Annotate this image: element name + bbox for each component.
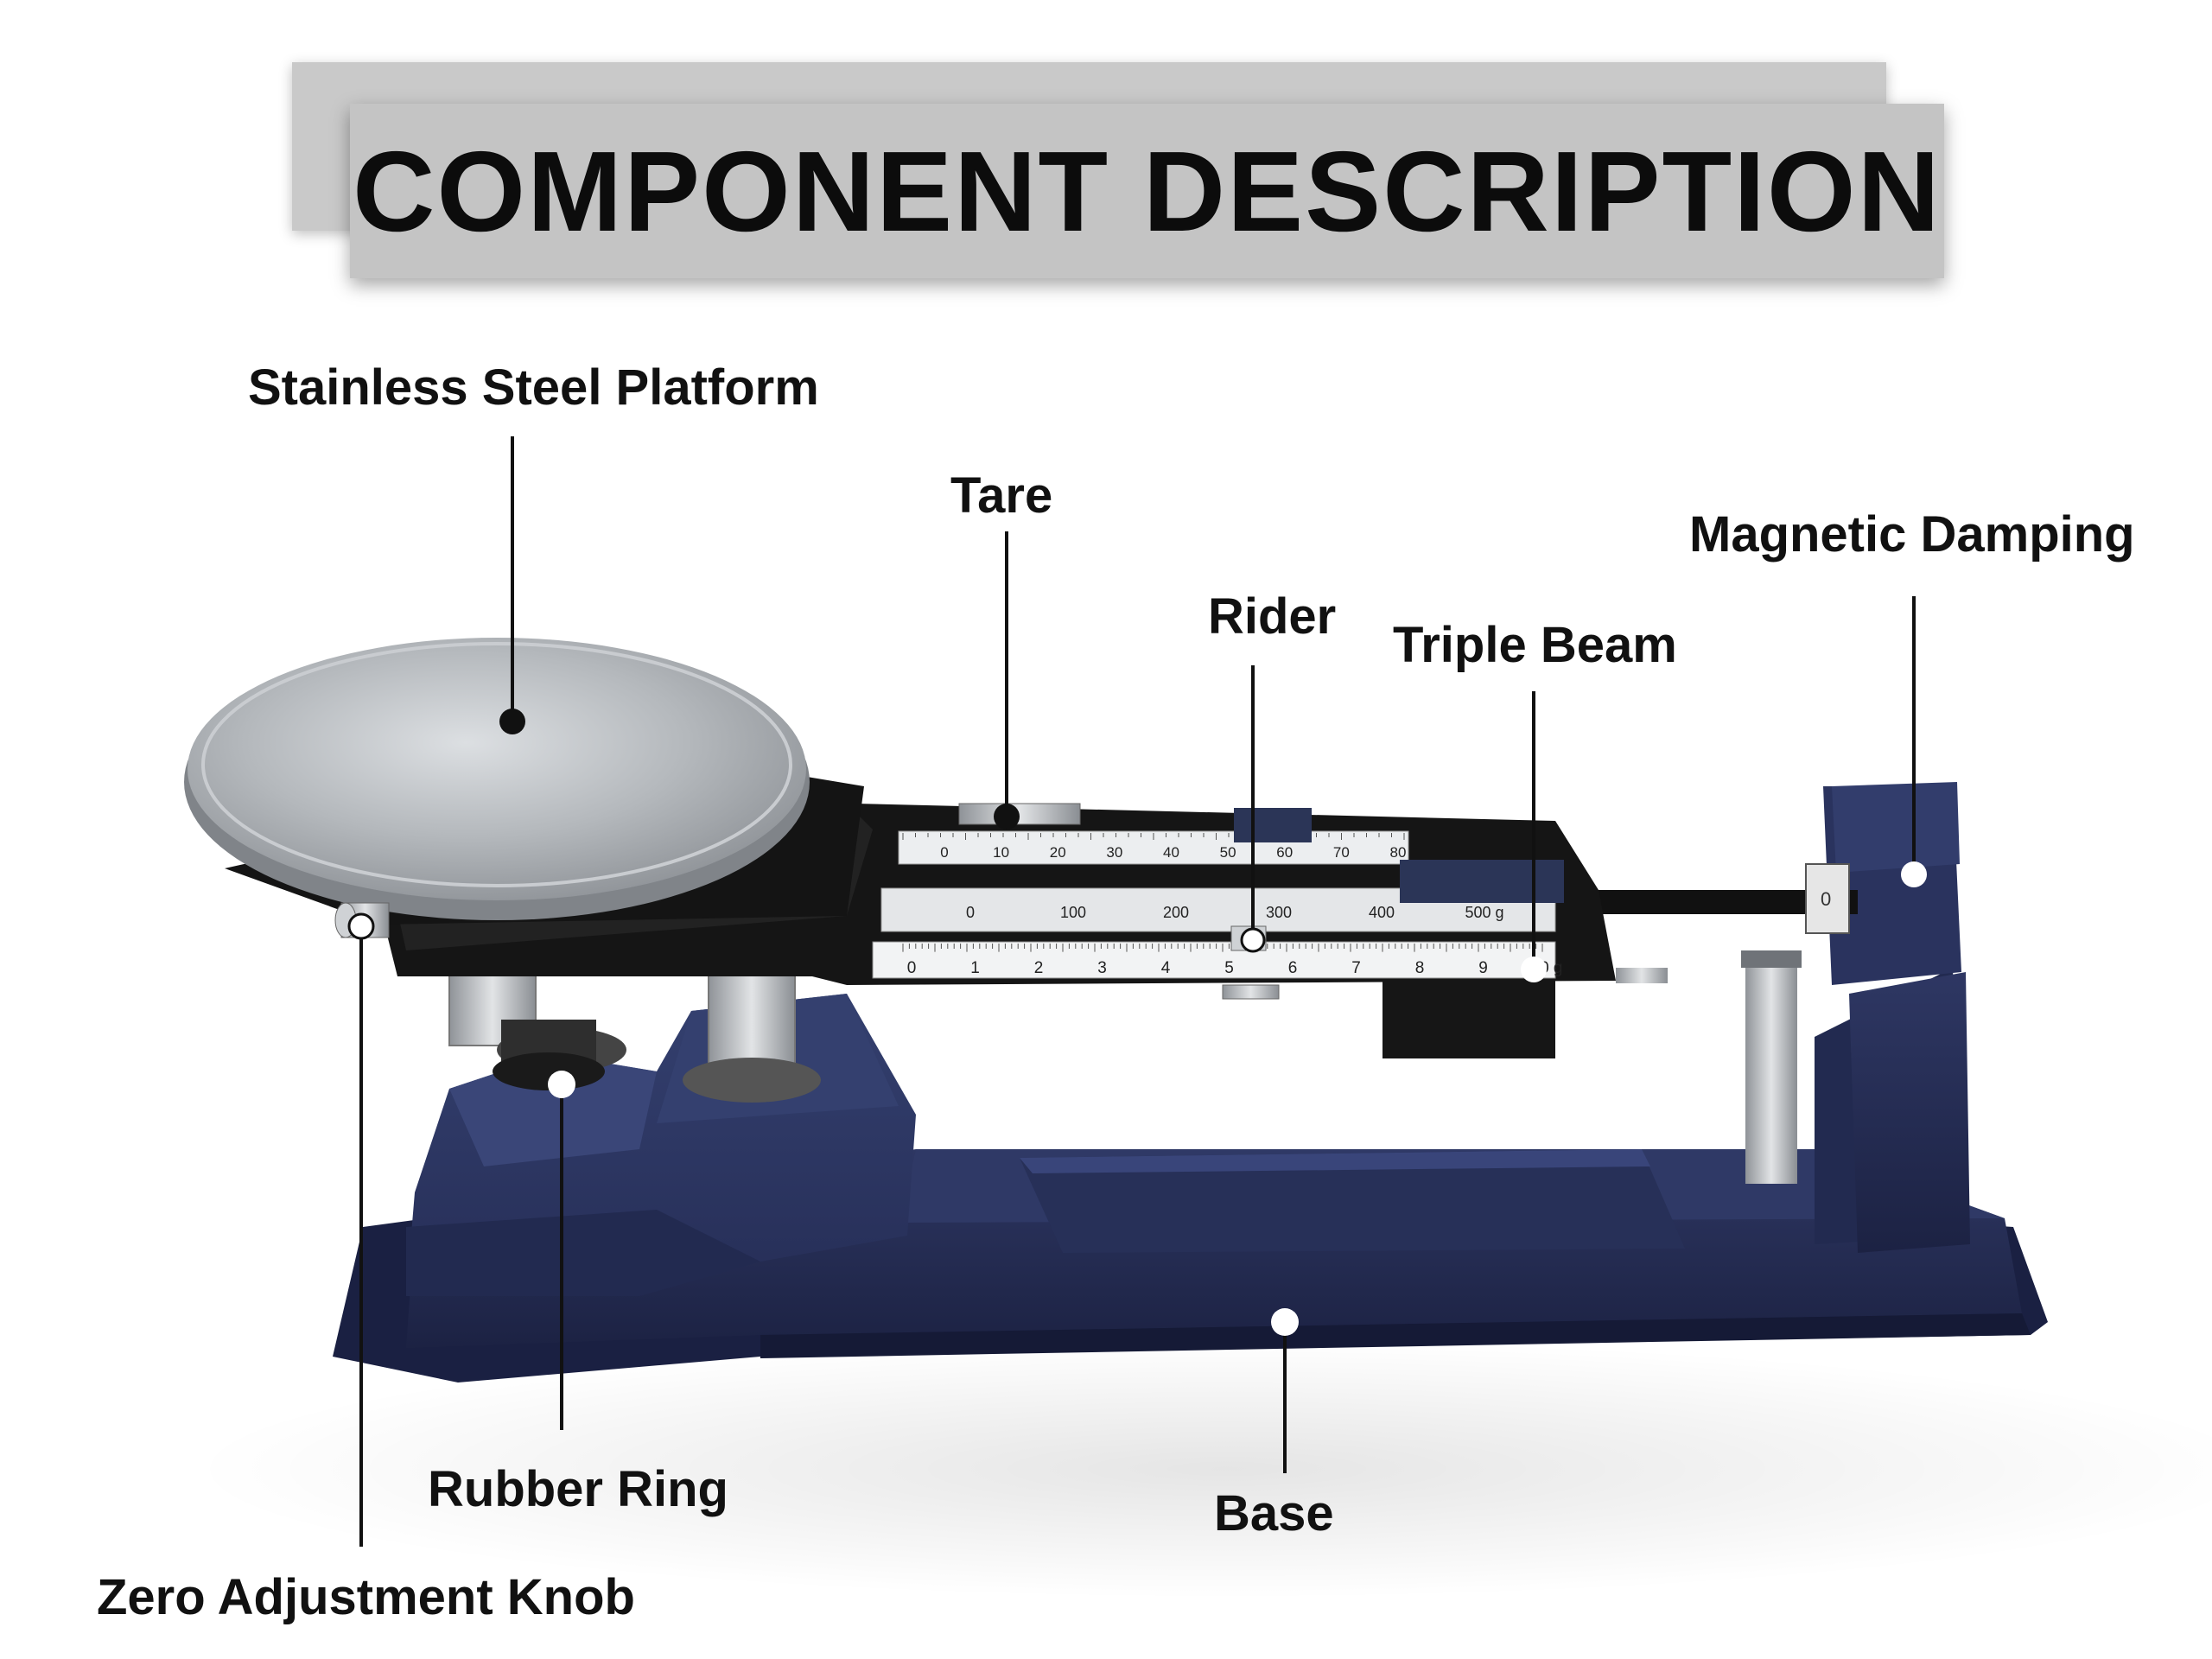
floor-shadow <box>190 1339 2212 1599</box>
scale-label-top-2: 20 <box>1050 844 1066 861</box>
scale-label-top-4: 40 <box>1163 844 1179 861</box>
scale-label-top-0: 0 <box>940 844 948 861</box>
damper-digit: 0 <box>1821 888 1831 910</box>
scale-label-middle-3: 300 <box>1266 904 1292 921</box>
page-title: COMPONENT DESCRIPTION <box>353 127 1942 255</box>
scale-label-bottom-6: 6 <box>1288 959 1298 977</box>
dot-tare <box>994 804 1020 830</box>
scale-label-bottom-0: 0 <box>907 959 917 977</box>
scale-label-bottom-1: 1 <box>970 959 980 977</box>
scale-label-top-8: 80 <box>1390 844 1407 861</box>
callout-dots <box>347 709 1927 1336</box>
rider-top <box>1234 808 1312 842</box>
scale-label-bottom-8: 8 <box>1415 959 1425 977</box>
scale-label-bottom-9: 9 <box>1478 959 1488 977</box>
scale-label-top-5: 50 <box>1220 844 1236 861</box>
rider-middle <box>1400 860 1564 903</box>
dot-triple-beam <box>1521 957 1547 982</box>
title-banner: COMPONENT DESCRIPTION <box>350 104 1944 278</box>
label-triple-beam: Triple Beam <box>1393 617 1677 673</box>
label-magnetic-damping: Magnetic Damping <box>1689 506 2135 563</box>
dot-zero-knob <box>347 912 375 940</box>
scale-label-bottom-3: 3 <box>1097 959 1107 977</box>
scale-label-bottom-7: 7 <box>1351 959 1361 977</box>
scale-label-middle-5: 500 g <box>1465 904 1503 921</box>
scale-label-top-7: 70 <box>1333 844 1350 861</box>
scale-label-bottom-5: 5 <box>1224 959 1234 977</box>
label-zero-adjustment-knob: Zero Adjustment Knob <box>97 1569 635 1625</box>
scale-label-top-1: 10 <box>993 844 1009 861</box>
dot-magnetic-damping <box>1901 861 1927 887</box>
label-stainless-steel-platform: Stainless Steel Platform <box>248 359 819 416</box>
scale-label-top-3: 30 <box>1106 844 1122 861</box>
dot-rider <box>1240 927 1266 953</box>
label-rider: Rider <box>1208 588 1337 645</box>
label-base: Base <box>1214 1485 1334 1541</box>
dot-platform <box>499 709 525 734</box>
scale-label-top-6: 60 <box>1276 844 1293 861</box>
dot-base <box>1271 1308 1299 1336</box>
magnetic-damper: 0 <box>1581 863 1858 1184</box>
scale-label-bottom-2: 2 <box>1034 959 1044 977</box>
label-tare: Tare <box>950 467 1053 524</box>
scale-label-bottom-4: 4 <box>1161 959 1171 977</box>
scale-label-middle-1: 100 <box>1060 904 1086 921</box>
scale-label-middle-2: 200 <box>1163 904 1189 921</box>
scale-label-middle-0: 0 <box>966 904 975 921</box>
callout-lines <box>359 436 1916 1547</box>
beam-top <box>898 830 1409 865</box>
tare-slider <box>958 803 1081 825</box>
stainless-steel-platform <box>184 638 864 938</box>
label-rubber-ring: Rubber Ring <box>428 1461 728 1517</box>
scale-label-middle-4: 400 <box>1369 904 1395 921</box>
dot-rubber-ring <box>548 1071 575 1098</box>
